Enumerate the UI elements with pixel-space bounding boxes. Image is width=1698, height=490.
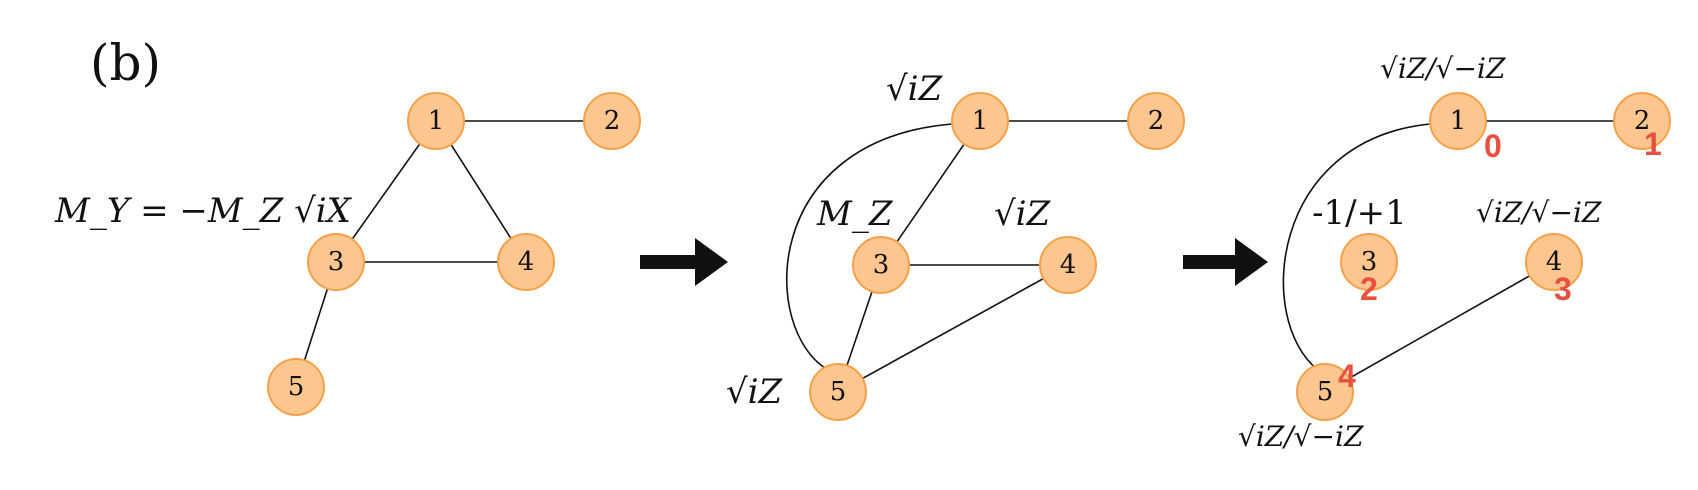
svg-text:3: 3 xyxy=(873,250,890,280)
stage3-node-1: 1 xyxy=(1429,92,1487,150)
stage2-node-2: 2 xyxy=(1127,92,1185,150)
index-label-node2: 1 xyxy=(1644,126,1662,162)
stage2-node-1: 1 xyxy=(951,92,1009,150)
stage3-node-3: 3 xyxy=(1340,233,1398,291)
stage2-node4-label: √iZ xyxy=(994,194,1052,234)
edge-1-3 xyxy=(880,120,981,266)
svg-text:2: 2 xyxy=(1148,106,1165,136)
stage2-node1-label: √iZ xyxy=(886,69,944,109)
edge-1-5 xyxy=(1282,123,1431,371)
svg-text:1: 1 xyxy=(428,106,445,136)
svg-text:4: 4 xyxy=(518,247,535,277)
stage3-node4-label: √iZ/√−iZ xyxy=(1476,196,1602,229)
stage1-node-2: 2 xyxy=(583,92,641,150)
edge-4-5 xyxy=(837,264,1069,393)
stage3-node-4: 4 xyxy=(1525,233,1583,291)
svg-text:5: 5 xyxy=(288,372,305,402)
arrow-right-icon xyxy=(1183,238,1268,286)
stage3-node3-label: -1/+1 xyxy=(1312,193,1407,233)
svg-text:1: 1 xyxy=(1450,106,1467,136)
stage2-node-4: 4 xyxy=(1039,236,1097,294)
svg-text:5: 5 xyxy=(830,377,847,407)
svg-text:4: 4 xyxy=(1546,247,1563,277)
measurement-label: M_Y = −M_Z √iX xyxy=(54,191,353,231)
stage1-node-5: 5 xyxy=(267,358,325,416)
stage2-node3-label: M_Z xyxy=(816,194,894,234)
edge-4-5 xyxy=(1324,261,1555,393)
panel-label: (b) xyxy=(90,34,161,92)
stage1-node-3: 3 xyxy=(307,233,365,291)
svg-text:4: 4 xyxy=(1060,250,1077,280)
stage2-graph: 1 2 3 4 5 √iZ M_Z √iZ √iZ xyxy=(726,69,1185,421)
stage1-node-1: 1 xyxy=(407,92,465,150)
svg-text:3: 3 xyxy=(1361,247,1378,277)
stage3-node-2: 2 xyxy=(1613,92,1671,150)
stage3-node-5: 5 xyxy=(1296,363,1354,421)
index-label-node5: 4 xyxy=(1338,358,1356,394)
stage3-node5-label: √iZ/√−iZ xyxy=(1238,420,1364,453)
index-label-node3: 2 xyxy=(1360,271,1378,307)
index-label-node4: 3 xyxy=(1554,271,1572,307)
arrow-right-icon xyxy=(640,238,728,286)
stage2-node-3: 3 xyxy=(852,236,910,294)
stage2-node-5: 5 xyxy=(809,363,867,421)
stage3-graph: 1 2 3 4 5 √iZ/√−iZ -1/+1 √iZ/√−iZ √iZ/√−… xyxy=(1238,52,1671,453)
svg-text:2: 2 xyxy=(604,106,621,136)
svg-text:3: 3 xyxy=(328,247,345,277)
stage1-node-4: 4 xyxy=(497,233,555,291)
svg-text:5: 5 xyxy=(1317,377,1334,407)
svg-text:1: 1 xyxy=(972,106,989,136)
edge-1-5 xyxy=(785,123,953,371)
stage3-node1-label: √iZ/√−iZ xyxy=(1380,52,1506,85)
index-label-node1: 0 xyxy=(1484,128,1502,164)
stage2-node5-label: √iZ xyxy=(726,372,784,412)
svg-text:2: 2 xyxy=(1634,106,1651,136)
stage1-graph: 1 2 3 4 5 M_Y = −M_Z √iX xyxy=(54,92,641,416)
